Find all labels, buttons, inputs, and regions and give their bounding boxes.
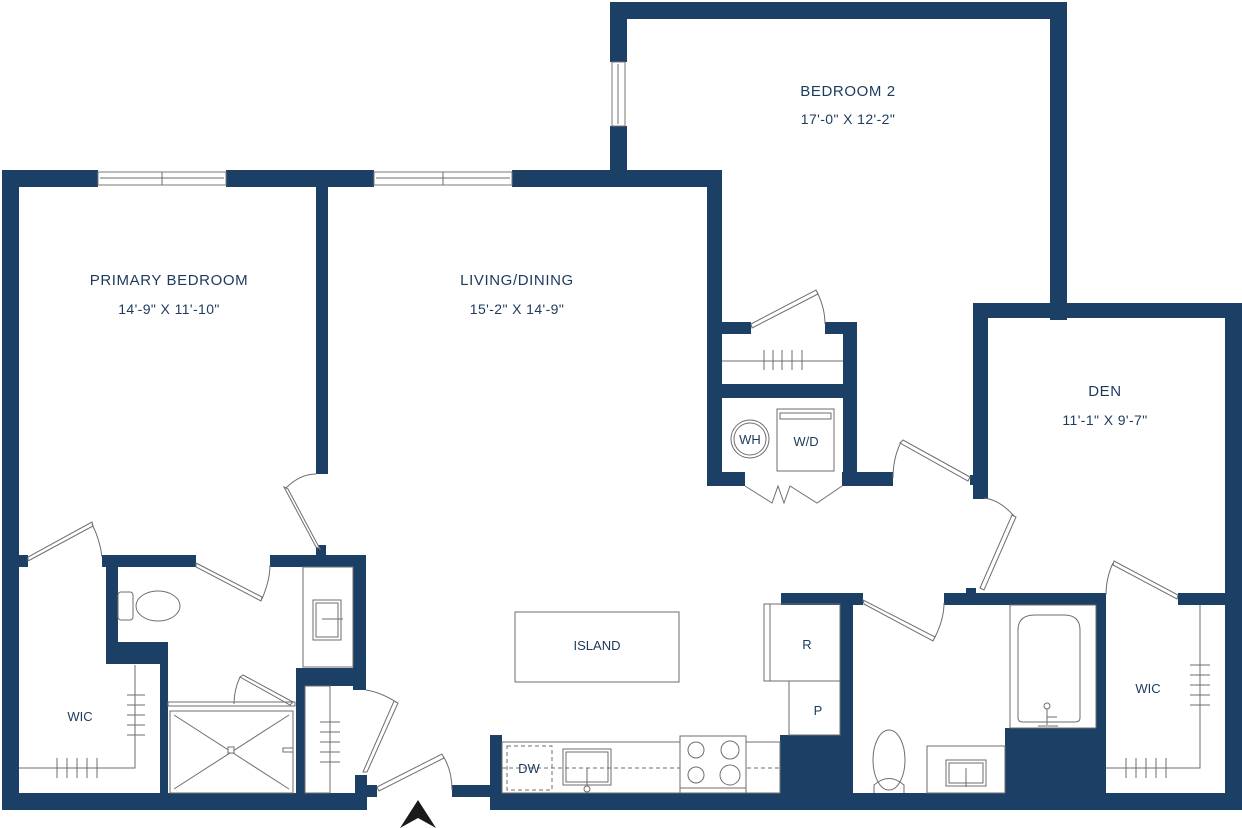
closet-rod-icon	[56, 694, 145, 778]
walls	[2, 2, 1242, 810]
room-name-den: DEN	[1088, 383, 1121, 400]
room-name-den-wic: WIC	[1135, 681, 1160, 696]
island-label: ISLAND	[574, 638, 621, 653]
door-primary-bedroom	[282, 485, 322, 551]
door-bedroom-2	[899, 439, 971, 482]
shelf-icon	[320, 721, 340, 763]
door-bath-2	[862, 599, 936, 642]
door-den-wic	[1112, 560, 1179, 600]
door-linen	[362, 700, 399, 773]
sink-icon	[945, 759, 987, 787]
shower-icon	[167, 701, 296, 794]
room-dims-living-dining: 15'-2" X 14'-9"	[470, 301, 564, 317]
pantry-label: P	[814, 703, 823, 718]
kitchen-island	[514, 611, 680, 683]
refrigerator-label: R	[802, 637, 811, 652]
washer-dryer-label: W/D	[793, 434, 818, 449]
range-icon	[679, 735, 747, 794]
doors	[27, 289, 1179, 792]
room-dims-primary-bedroom: 14'-9" X 11'-10"	[118, 301, 220, 317]
door-primary-wic	[27, 521, 94, 562]
door-shower	[239, 674, 294, 706]
room-dims-den: 11'-1" X 9'-7"	[1062, 412, 1147, 428]
room-name-primary-wic: WIC	[67, 709, 92, 724]
north-arrow-icon	[400, 800, 436, 828]
washer-dryer-icon	[776, 408, 835, 472]
toilet-icon	[872, 729, 906, 793]
kitchen-sink-icon	[562, 748, 612, 793]
door-bedroom-2-closet	[750, 289, 819, 329]
pantry	[788, 680, 841, 736]
door-den	[979, 514, 1017, 591]
fixtures	[19, 350, 1210, 794]
closet-rod-icon	[1125, 664, 1210, 778]
room-labels: PRIMARY BEDROOM 14'-9" X 11'-10" LIVING/…	[67, 83, 1160, 776]
door-laundry	[744, 484, 843, 505]
room-name-bedroom-2: BEDROOM 2	[800, 83, 895, 100]
bathtub-icon	[1017, 614, 1081, 727]
toilet-icon	[117, 590, 181, 622]
door-primary-bath	[195, 562, 263, 602]
water-heater-label: WH	[739, 432, 761, 447]
water-heater-icon	[730, 419, 770, 459]
dishwasher-label: DW	[518, 761, 540, 776]
closet-rod-icon	[763, 350, 803, 370]
sink-icon	[312, 599, 343, 641]
door-entry	[376, 753, 445, 792]
room-name-living-dining: LIVING/DINING	[460, 272, 574, 289]
room-dims-bedroom-2: 17'-0" X 12'-2"	[801, 111, 895, 127]
windows	[97, 61, 626, 186]
room-name-primary-bedroom: PRIMARY BEDROOM	[90, 272, 248, 289]
